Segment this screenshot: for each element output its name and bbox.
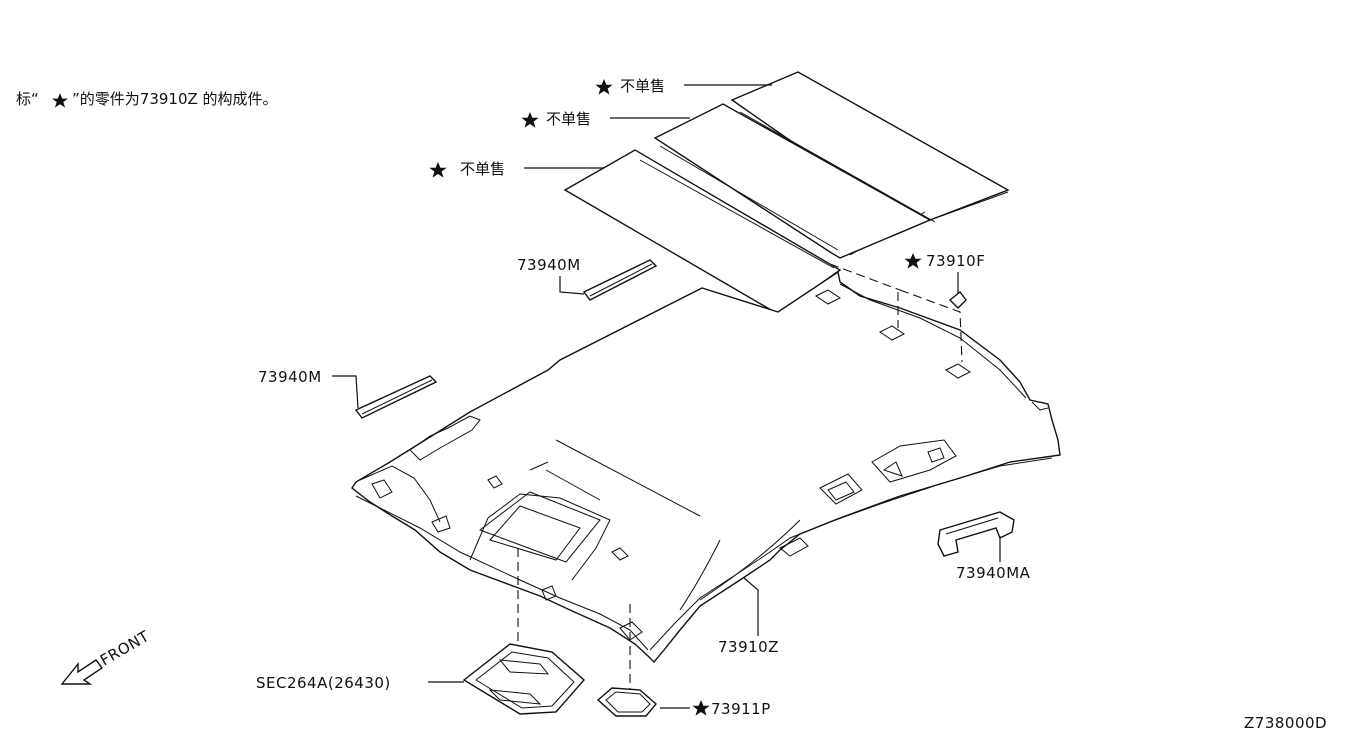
headlining	[351, 270, 1061, 664]
label-73910F: 73910F	[926, 252, 985, 270]
not-sold-text-3: 不单售	[460, 160, 505, 178]
legend-note-prefix: 标“	[16, 90, 39, 108]
star-icon	[52, 93, 68, 108]
label-73940MA: 73940MA	[956, 564, 1031, 582]
star-icon	[521, 112, 539, 128]
roof-panel-front	[563, 149, 842, 315]
not-sold-label-1: 不单售	[595, 77, 772, 95]
legend-note: 标“ ”的零件为73910Z 的构成件。	[16, 90, 278, 108]
star-icon	[904, 253, 922, 269]
star-icon	[595, 79, 613, 95]
label-73911P: 73911P	[711, 700, 771, 718]
label-sec264A: SEC264A(26430)	[256, 674, 391, 692]
part-73940M-left: 73940M	[258, 368, 438, 419]
label-73940M-upper: 73940M	[517, 256, 581, 274]
legend-note-suffix: ”的零件为73910Z 的构成件。	[72, 90, 278, 108]
label-73910Z: 73910Z	[718, 638, 779, 656]
diagram-id: Z738000D	[1244, 714, 1327, 732]
label-73940M-left: 73940M	[258, 368, 322, 386]
part-73910Z: 73910Z	[718, 577, 779, 656]
part-map-lamp: SEC264A(26430)	[256, 643, 585, 715]
part-73940M-upper: 73940M	[517, 256, 658, 301]
roof-panel-middle	[653, 103, 932, 259]
not-sold-text-1: 不单售	[620, 77, 665, 95]
part-73911P: 73911P	[596, 687, 771, 718]
front-indicator: FRONT	[60, 627, 153, 685]
not-sold-label-2: 不单售	[521, 110, 690, 128]
front-arrow-icon	[60, 659, 104, 685]
star-icon	[692, 700, 710, 716]
not-sold-text-2: 不单售	[546, 110, 591, 128]
front-label: FRONT	[97, 627, 153, 670]
part-73910F: 73910F	[904, 252, 985, 309]
not-sold-label-3: 不单售	[429, 160, 604, 178]
part-73940MA: 73940MA	[937, 511, 1031, 582]
star-icon	[429, 162, 447, 178]
